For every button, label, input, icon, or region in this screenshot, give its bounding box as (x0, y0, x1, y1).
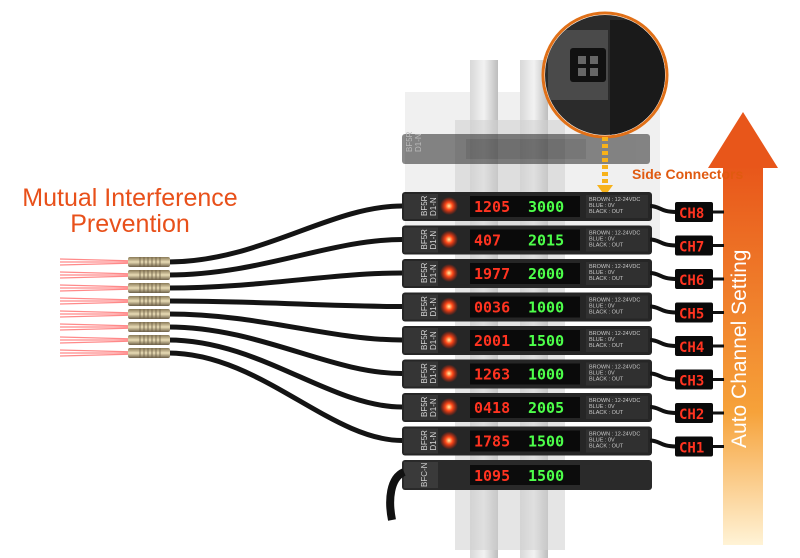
amplifier-wiring-label: BROWN : 12-24VDC (589, 231, 640, 237)
amplifier-model-top: BF5R (420, 262, 429, 283)
amplifier-model-top: BF5R (420, 296, 429, 317)
amplifier-wiring-label: BROWN : 12-24VDC (589, 331, 640, 337)
amplifier-wiring-label: BLACK : OUT (589, 209, 624, 215)
amplifier-green-display: 1000 (528, 366, 564, 384)
channel-indicator-4: CH4 (679, 340, 704, 356)
channel-indicator-1: CH1 (679, 441, 704, 457)
amplifier-model-bottom: D1-N (429, 365, 438, 384)
base-unit-red-display: 1095 (474, 467, 510, 485)
amplifier-red-display: 0418 (474, 399, 510, 417)
ghost-model-top: BF5R (405, 131, 414, 152)
base-unit (386, 460, 652, 521)
amplifier-wiring-label: BLACK : OUT (589, 276, 624, 282)
amplifier-model-top: BF5R (420, 329, 429, 350)
amplifier-wiring-label: BROWN : 12-24VDC (589, 398, 640, 404)
amplifier-wiring-label: BLACK : OUT (589, 310, 624, 316)
amplifier-wiring-label: BROWN : 12-24VDC (589, 264, 640, 270)
amplifier-wiring-label: BROWN : 12-24VDC (589, 298, 640, 304)
fiber-head (59, 322, 170, 332)
amplifier-wiring-label: BLUE : 0V (589, 371, 615, 377)
fiber-head (59, 283, 170, 293)
amplifier-model-bottom: D1-N (429, 432, 438, 451)
amplifier-wiring-label: BLUE : 0V (589, 270, 615, 276)
fiber-head (59, 270, 170, 280)
fiber-head (59, 296, 170, 306)
amplifier-wiring-label: BLACK : OUT (589, 243, 624, 249)
amplifier-model-top: BF5R (420, 229, 429, 250)
amplifier-red-display: 1785 (474, 433, 510, 451)
amplifier-model-bottom: D1-N (429, 231, 438, 250)
amplifier-green-display: 2000 (528, 265, 564, 283)
amplifier-model-bottom: D1-N (429, 298, 438, 317)
amplifier-wiring-label: BROWN : 12-24VDC (589, 432, 640, 438)
auto-channel-setting-label: Auto Channel Setting (728, 249, 751, 448)
amplifier-wiring-label: BLUE : 0V (589, 404, 615, 410)
side-connectors-label: Side Connectors (632, 166, 744, 182)
channel-indicator-8: CH8 (679, 206, 704, 222)
amplifier-model-bottom: D1-N (429, 398, 438, 417)
amplifier-wiring-label: BROWN : 12-24VDC (589, 197, 640, 203)
headline-line-2: Prevention (70, 210, 190, 238)
amplifier-wiring-label: BLACK : OUT (589, 377, 624, 383)
fiber-head (59, 257, 170, 267)
base-unit-green-display: 1500 (528, 467, 564, 485)
amplifier-wiring-label: BLUE : 0V (589, 237, 615, 243)
channel-indicator-3: CH3 (679, 374, 704, 390)
amplifier-green-display: 1500 (528, 433, 564, 451)
amplifier-green-display: 2005 (528, 399, 564, 417)
amplifier-green-display: 1000 (528, 299, 564, 317)
amplifier-wiring-label: BROWN : 12-24VDC (589, 365, 640, 371)
channel-indicator-6: CH6 (679, 273, 704, 289)
channel-indicator-2: CH2 (679, 407, 704, 423)
amplifier-model-bottom: D1-N (429, 331, 438, 350)
amplifier-red-display: 0036 (474, 299, 510, 317)
amplifier-wiring-label: BLACK : OUT (589, 444, 624, 450)
amplifier-green-display: 2015 (528, 232, 564, 250)
channel-indicator-7: CH7 (679, 240, 704, 256)
base-unit-model: BFC-N (420, 462, 429, 487)
amplifier-red-display: 1263 (474, 366, 510, 384)
amplifier-wiring-label: BLUE : 0V (589, 337, 615, 343)
auto-channel-arrow (708, 112, 778, 545)
amplifier-red-display: 407 (474, 232, 501, 250)
amplifier-red-display: 1205 (474, 198, 510, 216)
amplifier-model-top: BF5R (420, 396, 429, 417)
fiber-head (59, 348, 170, 358)
amplifier-red-display: 2001 (474, 332, 510, 350)
amplifier-wiring-label: BLACK : OUT (589, 343, 624, 349)
amplifier-wiring-label: BLUE : 0V (589, 203, 615, 209)
ghost-model-bottom: D1-N (414, 133, 423, 152)
amplifier-model-top: BF5R (420, 195, 429, 216)
amplifier-wiring-label: BLACK : OUT (589, 410, 624, 416)
amplifier-red-display: 1977 (474, 265, 510, 283)
amplifier-model-bottom: D1-N (429, 197, 438, 216)
amplifier-model-top: BF5R (420, 363, 429, 384)
fiber-head (59, 335, 170, 345)
channel-indicator-5: CH5 (679, 307, 704, 323)
side-connector-callout (541, 11, 669, 196)
fiber-optic-cables (59, 203, 403, 443)
fiber-head (59, 309, 170, 319)
amplifier-model-top: BF5R (420, 430, 429, 451)
ghost-amplifier (402, 134, 650, 164)
amplifier-model-bottom: D1-N (429, 264, 438, 283)
amplifier-wiring-label: BLUE : 0V (589, 304, 615, 310)
amplifier-green-display: 1500 (528, 332, 564, 350)
amplifier-green-display: 3000 (528, 198, 564, 216)
headline-line-1: Mutual Interference (22, 184, 238, 212)
amplifier-wiring-label: BLUE : 0V (589, 438, 615, 444)
